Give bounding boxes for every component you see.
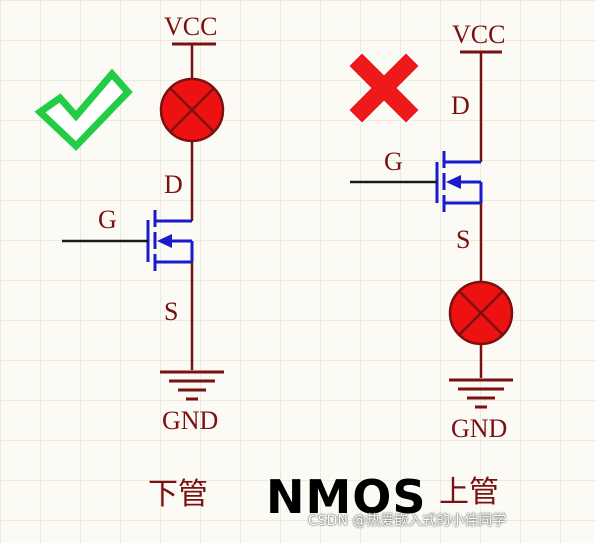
right-circuit [346, 50, 514, 409]
left-circuit [34, 42, 225, 401]
right-source-label: S [456, 225, 471, 254]
right-caption: 上管 [439, 475, 499, 510]
left-source-label: S [164, 297, 179, 326]
right-gate-label: G [384, 147, 403, 176]
left-ground-symbol [160, 370, 224, 401]
right-ground-symbol [449, 378, 513, 409]
left-vcc-label: VCC [164, 12, 218, 41]
diagram-title: NMOS [266, 470, 427, 524]
left-caption: 下管 [148, 477, 208, 512]
left-mosfet [146, 210, 194, 271]
left-drain-label: D [164, 170, 183, 199]
cross-icon [346, 50, 422, 126]
right-gnd-label: GND [451, 414, 508, 443]
left-gnd-label: GND [162, 406, 219, 435]
right-vcc-label: VCC [452, 20, 506, 49]
left-lamp [159, 77, 225, 143]
right-mosfet [435, 151, 483, 212]
left-gate-label: G [98, 205, 117, 234]
right-drain-label: D [451, 91, 470, 120]
right-lamp [448, 280, 514, 346]
watermark: CSDN @热爱嵌入式的小佳同学 [308, 513, 507, 529]
check-icon [34, 68, 133, 151]
